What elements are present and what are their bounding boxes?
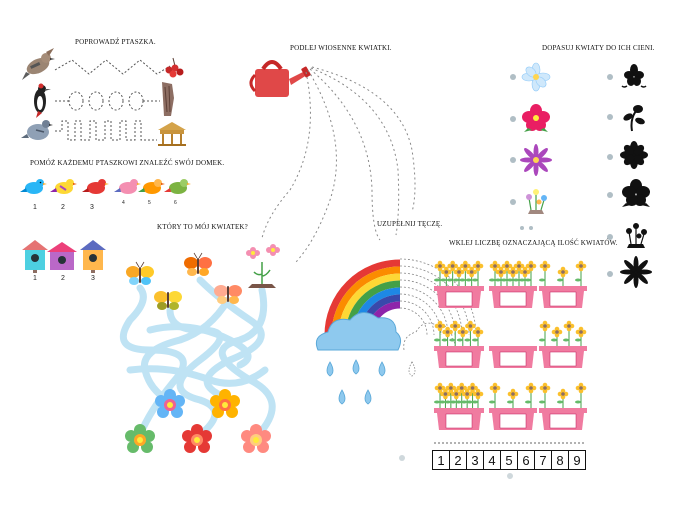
flower-icon [522, 104, 550, 132]
number-cell: 4 [484, 451, 501, 469]
bird-icon [20, 179, 47, 194]
house-number: 3 [91, 275, 95, 282]
birdhouse-title: POMÓŻ KAŻDEMU PTASZKOWI ZNALEŹĆ SWÓJ DOM… [30, 159, 225, 167]
butterfly-icon [154, 291, 182, 310]
bird-trace-title: POPROWADŹ PTASZKA. [75, 38, 156, 46]
watering-can-icon [249, 60, 311, 97]
raindrop-icon [378, 361, 386, 377]
count-title: WKLEJ LICZBĘ OZNACZAJĄCĄ ILOŚĆ KWIATÓW. [449, 239, 618, 247]
gazebo-icon [158, 122, 186, 146]
cloud-icon [315, 312, 402, 351]
bird-icon [164, 179, 191, 194]
number-cell: 8 [552, 451, 569, 469]
flower-shadow-icon [620, 141, 648, 169]
raindrop-icon [326, 361, 334, 377]
flower-icon [526, 189, 547, 214]
marker-dot [399, 455, 405, 461]
flower-icon [520, 144, 552, 176]
house-number: 1 [33, 275, 37, 282]
bird-icon [138, 179, 165, 194]
number-strip: 1 2 3 4 5 6 7 8 9 [432, 450, 586, 470]
flower-shadow-icon [620, 256, 652, 288]
flower-icon [182, 424, 212, 453]
flower-icon [155, 389, 185, 418]
raindrop-icon [338, 389, 346, 405]
birdhouse-icon [80, 240, 106, 273]
butterfly-icon [126, 261, 154, 285]
raindrop-outlines [408, 361, 416, 377]
birdhouse-icon [47, 242, 77, 270]
flower-pot-icon [489, 382, 537, 430]
maze-title: KTÓRY TO MÓJ KWIATEK? [157, 223, 248, 231]
flower-shadow-icon [621, 64, 647, 88]
flower-pot-icon [434, 260, 484, 308]
flower-icon [241, 424, 271, 453]
bird-icon [82, 179, 109, 194]
flower-pot-icon [434, 382, 484, 430]
flower-pot-icon [434, 320, 484, 368]
trace-zigzag [54, 59, 171, 75]
bird-number: 2 [61, 204, 65, 211]
shadow-dots-left [510, 74, 533, 230]
number-cell: 5 [501, 451, 518, 469]
flower-shadow-icon [623, 105, 645, 132]
maze-paths [119, 276, 276, 439]
flower-icon [210, 389, 240, 418]
number-cell: 2 [450, 451, 467, 469]
bird-number: 6 [174, 200, 177, 206]
flower-pot-grid [434, 260, 587, 430]
flower-shadow-icon [622, 179, 650, 207]
number-cell: 7 [535, 451, 552, 469]
berries-icon [165, 57, 184, 78]
trace-loops [55, 91, 160, 111]
bird-number: 4 [122, 200, 125, 206]
bird-number: 5 [148, 200, 151, 206]
birdhouse-row [22, 240, 106, 273]
bird-row [20, 179, 191, 194]
bird-icon [114, 179, 141, 194]
butterfly-icon [184, 252, 212, 276]
watering-title: PODLEJ WIOSENNE KWIATKI. [290, 44, 392, 52]
bark-icon [162, 82, 174, 116]
shadow-dots-right [607, 74, 613, 277]
bird-icon [22, 48, 55, 80]
woodpecker-icon [34, 83, 51, 118]
trace-squarewave [55, 120, 157, 141]
number-cell: 1 [433, 451, 450, 469]
flower-icon [125, 424, 155, 453]
raindrop-icon [364, 389, 372, 405]
raindrop-icon [352, 359, 360, 375]
flower-pot-icon [539, 320, 587, 368]
house-number: 2 [61, 275, 65, 282]
flower-shadow-icon [626, 223, 647, 248]
flower-icon [246, 244, 280, 288]
number-cell: 3 [467, 451, 484, 469]
butterfly-icon [214, 285, 242, 304]
number-cell: 9 [573, 452, 581, 468]
water-trace-lines [261, 66, 416, 263]
birdhouse-icon [22, 240, 48, 273]
shadows-title: DOPASUJ KWIATY DO ICH CIENI. [542, 44, 655, 52]
flower-pot-icon [489, 260, 537, 308]
flower-icon [521, 62, 551, 92]
marker-dot [507, 473, 513, 479]
bird-number: 1 [33, 204, 37, 211]
flower-pot-icon [489, 346, 537, 368]
number-cell: 6 [518, 451, 535, 469]
flower-pot-icon [539, 260, 587, 308]
raindrops [326, 359, 386, 405]
flower-pot-icon [539, 382, 587, 430]
pigeon-icon [21, 120, 53, 140]
rainbow-title: UZUPEŁNIJ TĘCZĘ. [377, 220, 443, 228]
bird-number: 3 [90, 204, 94, 211]
bird-icon [50, 179, 77, 194]
